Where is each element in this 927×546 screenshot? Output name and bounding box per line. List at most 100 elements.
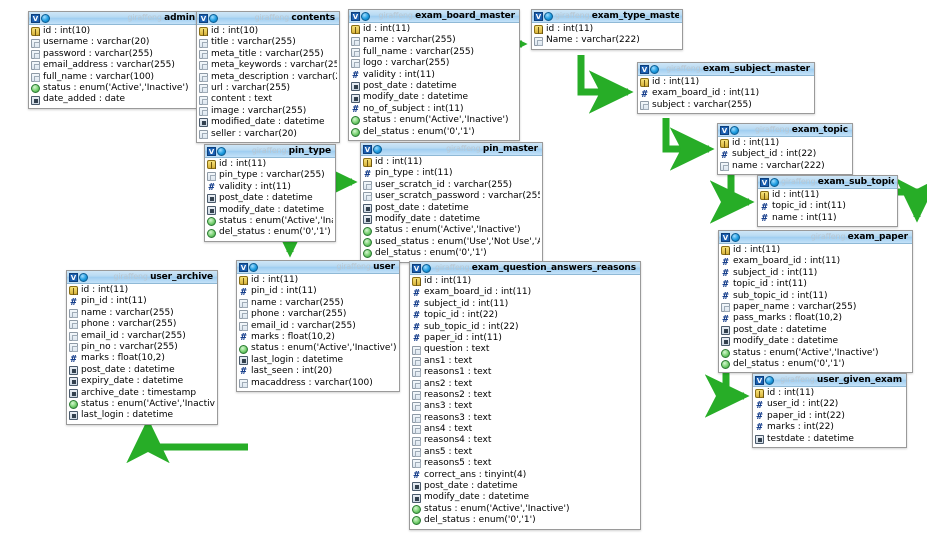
field-row[interactable]: #pin_id : int(11) <box>69 296 215 307</box>
field-row[interactable]: id : int(11) <box>412 276 638 287</box>
field-row[interactable]: reasons4 : text <box>412 435 638 446</box>
field-row[interactable]: ans3 : text <box>412 401 638 412</box>
field-row[interactable]: content : text <box>199 94 337 105</box>
field-row[interactable]: name : varchar(255) <box>351 35 517 46</box>
field-row[interactable]: last_login : datetime <box>69 410 215 421</box>
field-row[interactable]: status : enum('Active','Inactive') <box>721 348 910 359</box>
view-toggle-icon[interactable]: V <box>207 146 216 156</box>
field-row[interactable]: post_date : datetime <box>351 81 517 92</box>
field-row[interactable]: #correct_ans : tinyint(4) <box>412 470 638 481</box>
field-row[interactable]: username : varchar(20) <box>31 37 197 48</box>
field-row[interactable]: title : varchar(255) <box>199 37 337 48</box>
field-row[interactable]: phone : varchar(255) <box>239 309 397 320</box>
field-row[interactable]: archive_date : timestamp <box>69 388 215 399</box>
field-row[interactable]: status : enum('Active','Inactive') <box>207 216 333 227</box>
field-row[interactable]: #validity : int(11) <box>351 70 517 81</box>
field-row[interactable]: #no_of_subject : int(11) <box>351 104 517 115</box>
field-row[interactable]: status : enum('Active','Inactive') <box>69 399 215 410</box>
field-row[interactable]: id : int(10) <box>31 26 197 37</box>
field-row[interactable]: post_date : datetime <box>363 203 540 214</box>
field-row[interactable]: reasons5 : text <box>412 458 638 469</box>
field-row[interactable]: post_date : datetime <box>412 481 638 492</box>
view-toggle-icon[interactable]: V <box>31 13 40 23</box>
view-toggle-icon[interactable]: V <box>721 232 730 242</box>
field-row[interactable]: paper_name : varchar(255) <box>721 302 910 313</box>
field-row[interactable]: #pin_id : int(11) <box>239 286 397 297</box>
field-row[interactable]: #subject_id : int(22) <box>720 149 850 160</box>
view-toggle-icon[interactable]: V <box>363 144 372 154</box>
field-row[interactable]: status : enum('Active','Inactive') <box>351 115 517 126</box>
field-row[interactable]: #exam_board_id : int(11) <box>721 256 910 267</box>
field-row[interactable]: #marks : float(10,2) <box>239 332 397 343</box>
field-row[interactable]: #sub_topic_id : int(11) <box>721 291 910 302</box>
field-row[interactable]: #subject_id : int(11) <box>721 268 910 279</box>
field-row[interactable]: #validity : int(11) <box>207 182 333 193</box>
field-row[interactable]: password : varchar(255) <box>31 49 197 60</box>
field-row[interactable]: email_address : varchar(255) <box>31 60 197 71</box>
field-row[interactable]: expiry_date : datetime <box>69 376 215 387</box>
field-row[interactable]: #pass_marks : float(10,2) <box>721 313 910 324</box>
view-toggle-icon[interactable]: V <box>720 125 729 135</box>
field-row[interactable]: #exam_board_id : int(11) <box>640 88 812 99</box>
field-row[interactable]: question : text <box>412 344 638 355</box>
field-row[interactable]: Name : varchar(222) <box>534 35 680 46</box>
field-row[interactable]: user_scratch_id : varchar(255) <box>363 180 540 191</box>
field-row[interactable]: last_login : datetime <box>239 355 397 366</box>
field-row[interactable]: ans4 : text <box>412 424 638 435</box>
field-row[interactable]: del_status : enum('0','1') <box>363 248 540 259</box>
field-row[interactable]: meta_keywords : varchar(255) <box>199 60 337 71</box>
field-row[interactable]: modify_date : datetime <box>207 205 333 216</box>
field-row[interactable]: post_date : datetime <box>207 193 333 204</box>
field-row[interactable]: id : int(11) <box>640 77 812 88</box>
field-row[interactable]: #subject_id : int(11) <box>412 299 638 310</box>
field-row[interactable]: status : enum('Active','Inactive') <box>412 504 638 515</box>
view-toggle-icon[interactable]: V <box>412 263 421 273</box>
field-row[interactable]: phone : varchar(255) <box>69 319 215 330</box>
field-row[interactable]: #marks : int(22) <box>755 422 904 433</box>
field-row[interactable]: macaddress : varchar(100) <box>239 378 397 389</box>
view-toggle-icon[interactable]: V <box>199 13 208 23</box>
field-row[interactable]: ans5 : text <box>412 447 638 458</box>
field-row[interactable]: url : varchar(255) <box>199 83 337 94</box>
field-row[interactable]: #exam_board_id : int(11) <box>412 287 638 298</box>
field-row[interactable]: #paper_id : int(11) <box>412 333 638 344</box>
field-row[interactable]: status : enum('Active','Inactive') <box>31 83 197 94</box>
field-row[interactable]: id : int(11) <box>207 159 333 170</box>
field-row[interactable]: status : enum('Active','Inactive') <box>363 225 540 236</box>
field-row[interactable]: ans2 : text <box>412 379 638 390</box>
field-row[interactable]: id : int(11) <box>760 190 895 201</box>
field-row[interactable]: modify_date : datetime <box>412 492 638 503</box>
field-row[interactable]: del_status : enum('0','1') <box>721 359 910 370</box>
field-row[interactable]: date_added : date <box>31 94 197 105</box>
field-row[interactable]: id : int(11) <box>351 24 517 35</box>
view-toggle-icon[interactable]: V <box>760 177 769 187</box>
field-row[interactable]: #topic_id : int(11) <box>760 201 895 212</box>
field-row[interactable]: full_name : varchar(255) <box>351 47 517 58</box>
field-row[interactable]: id : int(11) <box>534 24 680 35</box>
field-row[interactable]: id : int(11) <box>239 275 397 286</box>
field-row[interactable]: subject : varchar(255) <box>640 100 812 111</box>
field-row[interactable]: seller : varchar(20) <box>199 129 337 140</box>
field-row[interactable]: id : int(10) <box>199 26 337 37</box>
field-row[interactable]: id : int(11) <box>69 285 215 296</box>
field-row[interactable]: #user_id : int(22) <box>755 399 904 410</box>
